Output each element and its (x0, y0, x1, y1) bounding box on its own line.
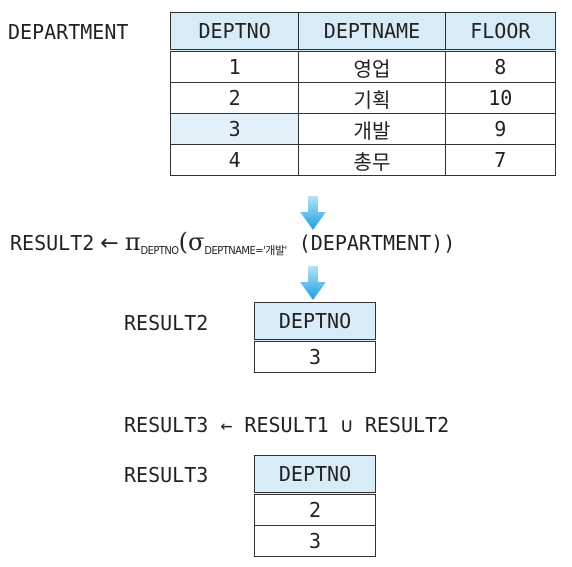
selection-projection-expression: RESULT2←πDEPTNO(σDEPTNAME='개발' (DEPARTME… (10, 230, 455, 256)
table-row: 2 (254, 492, 376, 526)
cell-deptno: 2 (169, 82, 300, 114)
result2-header-row: DEPTNO (254, 302, 376, 341)
department-header-row: DEPTNO DEPTNAME FLOOR (169, 12, 557, 51)
cell-deptname: 영업 (298, 49, 446, 83)
column-header-floor: FLOOR (444, 12, 557, 51)
cell-floor: 7 (444, 144, 557, 176)
result2-table: DEPTNO 3 (254, 302, 376, 373)
column-header-deptno: DEPTNO (254, 302, 376, 341)
down-arrow-icon (300, 266, 326, 300)
table-row-highlighted: 3 개발 9 (169, 113, 557, 145)
cell-deptno: 3 (254, 339, 376, 373)
result3-table: DEPTNO 2 3 (254, 455, 376, 557)
assignment-arrow: ← (100, 231, 119, 256)
table-row: 2 기획 10 (169, 82, 557, 114)
expression-relation: (DEPARTMENT)) (286, 231, 456, 255)
selection-symbol: σ (187, 228, 205, 256)
cell-deptname: 총무 (298, 144, 446, 176)
projection-attribute: DEPTNO (140, 244, 180, 257)
cell-deptno-highlighted: 3 (169, 113, 300, 145)
column-header-deptno: DEPTNO (169, 12, 300, 51)
down-arrow-icon (300, 196, 326, 230)
cell-deptname: 개발 (298, 113, 446, 145)
department-label: DEPARTMENT (8, 20, 129, 44)
cell-deptno: 4 (169, 144, 300, 176)
column-header-deptno: DEPTNO (254, 455, 376, 494)
table-row: 3 (254, 525, 376, 557)
expression-target: RESULT2 (10, 231, 95, 255)
table-row: 4 총무 7 (169, 144, 557, 176)
union-expression: RESULT3 ← RESULT1 ∪ RESULT2 (124, 413, 450, 437)
cell-deptno: 1 (169, 49, 300, 83)
result3-label: RESULT3 (124, 463, 209, 487)
cell-deptno: 3 (254, 525, 376, 557)
column-header-deptname: DEPTNAME (298, 12, 446, 51)
cell-floor: 9 (444, 113, 557, 145)
cell-deptno: 2 (254, 492, 376, 526)
selection-condition: DEPTNAME='개발' (204, 244, 287, 257)
result2-label: RESULT2 (124, 311, 209, 335)
table-row: 1 영업 8 (169, 49, 557, 83)
cell-floor: 10 (444, 82, 557, 114)
department-table: DEPTNO DEPTNAME FLOOR 1 영업 8 2 기획 10 3 개… (169, 12, 557, 176)
table-row: 3 (254, 339, 376, 373)
result3-header-row: DEPTNO (254, 455, 376, 494)
projection-symbol: π (124, 228, 141, 256)
open-paren: ( (178, 228, 188, 256)
cell-deptname: 기획 (298, 82, 446, 114)
cell-floor: 8 (444, 49, 557, 83)
